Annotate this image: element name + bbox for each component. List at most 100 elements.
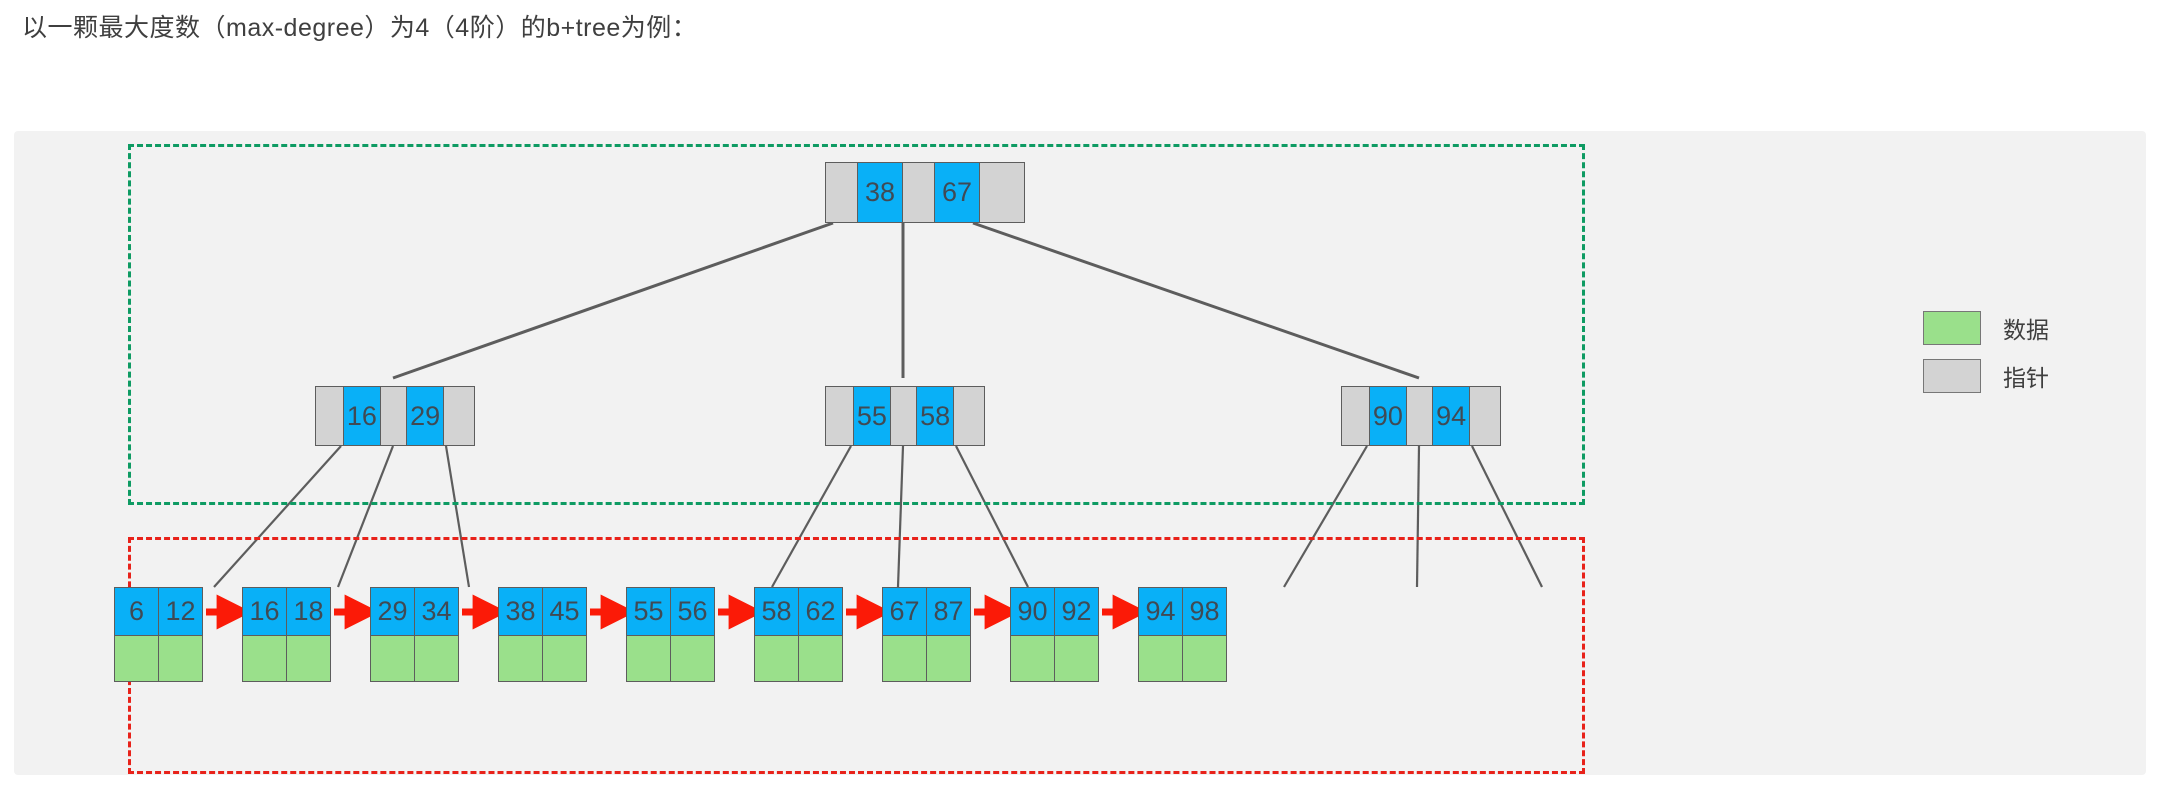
leaf-1-data [242,635,331,682]
tree-leaf-2[interactable]: 29 34 [370,587,459,682]
leaf-3-key-1: 45 [542,587,587,636]
internal-0-pointer-2 [444,387,474,445]
leaf-4-data-0 [626,635,671,682]
internal-2-pointer-0 [1342,387,1370,445]
bplustree-figure: 38 67 16 29 55 58 90 94 [14,131,2146,775]
leaf-region-box [128,537,1585,774]
root-pointer-2 [980,163,1024,222]
root-pointer-0 [826,163,858,222]
pointer-swatch-icon [1923,359,1981,393]
leaf-3-key-0: 38 [498,587,543,636]
root-pointer-1 [903,163,935,222]
leaf-2-keys: 29 34 [370,587,459,636]
root-key-0: 38 [858,163,903,222]
leaf-3-data-0 [498,635,543,682]
leaf-0-keys: 6 12 [114,587,203,636]
leaf-8-keys: 94 98 [1138,587,1227,636]
internal-2-pointer-2 [1470,387,1500,445]
tree-leaf-3[interactable]: 38 45 [498,587,587,682]
leaf-8-data [1138,635,1227,682]
internal-1-key-1: 58 [916,387,955,445]
leaf-7-data-1 [1054,635,1099,682]
tree-leaf-5[interactable]: 58 62 [754,587,843,682]
legend-label-data: 数据 [2003,317,2049,343]
page-caption: 以一颗最大度数（max-degree）为4（4阶）的b+tree为例： [22,14,698,42]
tree-leaf-4[interactable]: 55 56 [626,587,715,682]
internal-edges-middle [771,445,1029,588]
leaf-5-data [754,635,843,682]
leaf-4-key-1: 56 [670,587,715,636]
leaf-5-keys: 58 62 [754,587,843,636]
tree-edges-layer [206,221,1543,630]
leaf-0-key-0: 6 [114,587,159,636]
tree-node-internal-2[interactable]: 90 94 [1341,386,1501,446]
tree-leaf-1[interactable]: 16 18 [242,587,331,682]
leaf-1-keys: 16 18 [242,587,331,636]
leaf-3-data [498,635,587,682]
leaf-2-data [370,635,459,682]
leaf-1-key-1: 18 [286,587,331,636]
leaf-6-data [882,635,971,682]
leaf-5-key-0: 58 [754,587,799,636]
leaf-4-keys: 55 56 [626,587,715,636]
leaf-2-data-0 [370,635,415,682]
leaf-7-data-0 [1010,635,1055,682]
tree-leaf-7[interactable]: 90 92 [1010,587,1099,682]
legend: 数据 指针 [1923,311,2049,407]
leaf-5-data-1 [798,635,843,682]
leaf-1-data-1 [286,635,331,682]
leaf-8-key-1: 98 [1182,587,1227,636]
leaf-0-key-1: 12 [158,587,203,636]
leaf-3-data-1 [542,635,587,682]
leaf-6-data-0 [882,635,927,682]
leaf-4-data-1 [670,635,715,682]
internal-1-key-0: 55 [853,387,892,445]
internal-1-pointer-0 [826,387,854,445]
legend-label-pointer: 指针 [2003,365,2049,391]
tree-node-internal-1[interactable]: 55 58 [825,386,985,446]
internal-edges-left [213,445,471,588]
leaf-1-data-0 [242,635,287,682]
tree-leaf-6[interactable]: 67 87 [882,587,971,682]
leaf-0-data-1 [158,635,203,682]
internal-2-key-0: 90 [1369,387,1408,445]
tree-node-root[interactable]: 38 67 [825,162,1025,223]
leaf-6-data-1 [926,635,971,682]
leaf-2-key-0: 29 [370,587,415,636]
leaf-0-data [114,635,203,682]
internal-1-pointer-1 [891,387,917,445]
internal-0-key-1: 29 [406,387,445,445]
internal-2-pointer-1 [1407,387,1433,445]
leaf-6-keys: 67 87 [882,587,971,636]
internal-0-key-0: 16 [343,387,382,445]
leaf-8-data-0 [1138,635,1183,682]
tree-leaf-0[interactable]: 6 12 [114,587,203,682]
leaf-7-key-1: 92 [1054,587,1099,636]
leaf-2-data-1 [414,635,459,682]
leaf-1-key-0: 16 [242,587,287,636]
leaf-5-data-0 [754,635,799,682]
leaf-4-key-0: 55 [626,587,671,636]
root-key-1: 67 [935,163,980,222]
leaf-0-data-0 [114,635,159,682]
root-edges [392,221,1420,380]
legend-item-data: 数据 [1923,311,2049,345]
tree-leaf-8[interactable]: 94 98 [1138,587,1227,682]
leaf-8-data-1 [1182,635,1227,682]
leaf-5-key-1: 62 [798,587,843,636]
internal-0-pointer-0 [316,387,344,445]
internal-2-key-1: 94 [1432,387,1471,445]
internal-1-pointer-2 [954,387,984,445]
internal-edges-right [1283,445,1543,588]
legend-item-pointer: 指针 [1923,359,2049,393]
leaf-6-key-0: 67 [882,587,927,636]
leaf-7-keys: 90 92 [1010,587,1099,636]
internal-0-pointer-1 [381,387,407,445]
leaf-6-key-1: 87 [926,587,971,636]
leaf-4-data [626,635,715,682]
leaf-8-key-0: 94 [1138,587,1183,636]
tree-node-internal-0[interactable]: 16 29 [315,386,475,446]
data-swatch-icon [1923,311,1981,345]
leaf-7-key-0: 90 [1010,587,1055,636]
